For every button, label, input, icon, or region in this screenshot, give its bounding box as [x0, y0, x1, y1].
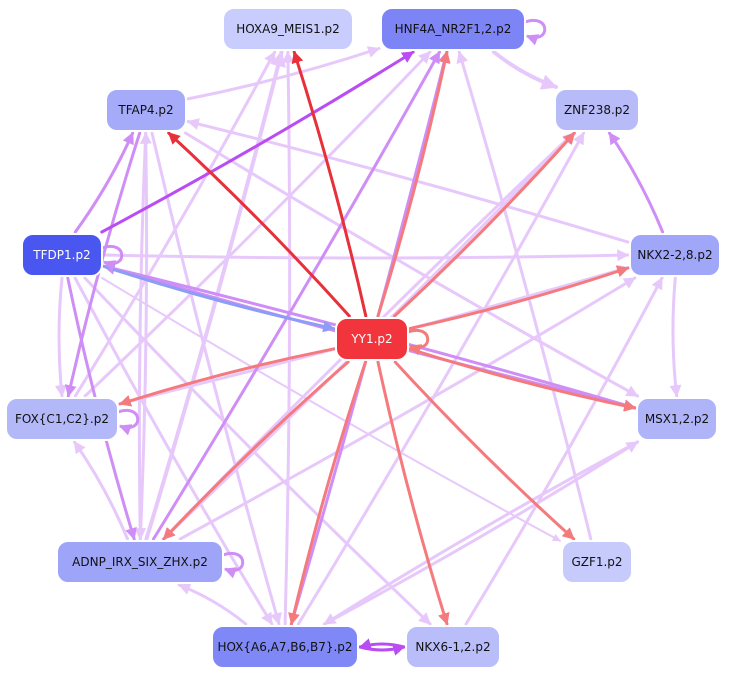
node-label: TFAP4.p2	[117, 103, 173, 117]
edge-hox-to-msx1	[323, 440, 639, 626]
node-box	[5, 397, 119, 441]
edge-yy1-to-gzf1	[393, 360, 576, 541]
edge-tfdp1-to-hnf4a	[100, 50, 415, 234]
node-box	[554, 88, 640, 132]
edge-yy1-to-msx1	[408, 347, 637, 412]
edge-yy1-to-hoxa9	[291, 50, 368, 318]
self-loop-yy1	[407, 328, 430, 356]
edge-yy1-to-znf238	[393, 131, 576, 318]
edge-nkx6-to-hox	[358, 638, 406, 650]
edge-nkx2-to-msx1	[669, 276, 682, 398]
edge-hox-to-nkx6	[358, 644, 406, 656]
edge-adnp-to-fox	[73, 440, 129, 541]
node-znf238[interactable]: ZNF238.p2	[554, 88, 640, 132]
edge-yy1-to-adnp	[162, 360, 350, 541]
self-loop-hnf4a	[524, 18, 547, 46]
node-nkx6[interactable]: NKX6-1,2.p2	[405, 625, 501, 669]
self-loops-layer	[101, 18, 547, 579]
edge-hox-to-adnp	[177, 583, 248, 626]
edge-hox-to-hoxa9	[282, 50, 295, 626]
edge-nkx2-to-tfap4	[186, 118, 630, 244]
node-box	[105, 88, 187, 132]
edge-hnf4a-to-znf238	[491, 50, 559, 90]
edge-tfdp1-to-yy1	[102, 264, 336, 333]
node-box	[222, 7, 354, 51]
edge-adnp-to-tfap4	[138, 131, 152, 541]
edge-fox-to-hnf4a	[83, 50, 432, 398]
edge-yy1-to-fox	[118, 347, 336, 407]
edge-nkx6-to-nkx2	[464, 276, 664, 626]
node-label: NKX6-1,2.p2	[415, 640, 490, 654]
node-box	[561, 540, 633, 584]
node-tfdp1[interactable]: TFDP1.p2	[21, 233, 103, 277]
node-nkx2[interactable]: NKX2-2,8.p2	[629, 233, 721, 277]
edge-adnp-to-hnf4a	[152, 50, 441, 541]
edge-tfdp1-to-fox	[54, 276, 67, 398]
edge-tfdp1-to-nkx6	[83, 276, 432, 626]
node-tfap4[interactable]: TFAP4.p2	[105, 88, 187, 132]
node-gzf1[interactable]: GZF1.p2	[561, 540, 633, 584]
node-hnf4a[interactable]: HNF4A_NR2F1,2.p2	[380, 7, 526, 51]
node-msx1[interactable]: MSX1,2.p2	[636, 397, 718, 441]
node-adnp[interactable]: ADNP_IRX_SIX_ZHX.p2	[56, 540, 224, 584]
edge-msx1-to-hox	[323, 440, 639, 626]
node-hox[interactable]: HOX{A6,A7,B6,B7}.p2	[211, 625, 359, 669]
node-box	[211, 625, 359, 669]
node-label: FOX{C1,C2}.p2	[15, 412, 109, 426]
edge-tfdp1-to-gzf1	[101, 277, 561, 542]
edge-gzf1-to-hnf4a	[456, 50, 593, 541]
node-box	[636, 397, 718, 441]
node-label: NKX2-2,8.p2	[637, 248, 712, 262]
edge-yy1-to-hox	[288, 360, 367, 626]
edge-yy1-to-nkx2	[408, 265, 630, 330]
node-label: HOX{A6,A7,B6,B7}.p2	[217, 640, 352, 654]
node-box	[335, 317, 409, 361]
node-label: GZF1.p2	[571, 555, 622, 569]
node-box	[629, 233, 721, 277]
edge-tfdp1-to-nkx2	[102, 249, 630, 262]
edge-fox-to-hoxa9	[73, 50, 277, 398]
node-label: HNF4A_NR2F1,2.p2	[395, 22, 512, 36]
node-label: YY1.p2	[350, 332, 392, 346]
node-box	[21, 233, 103, 277]
edge-tfap4-to-adnp	[134, 131, 148, 541]
node-label: TFDP1.p2	[32, 248, 90, 262]
node-fox[interactable]: FOX{C1,C2}.p2	[5, 397, 119, 441]
node-label: MSX1,2.p2	[645, 412, 709, 426]
node-label: ZNF238.p2	[564, 103, 630, 117]
node-label: HOXA9_MEIS1.p2	[236, 22, 340, 36]
edge-hox-to-znf238	[296, 131, 586, 626]
self-loop-tfdp1	[101, 244, 124, 272]
edge-tfap4-to-hnf4a	[186, 46, 381, 101]
edge-yy1-to-nkx6	[376, 360, 450, 626]
edge-nkx2-to-znf238	[607, 131, 665, 234]
edge-yy1-to-tfap4	[167, 131, 351, 318]
edge-tfap4-to-msx1	[184, 131, 639, 398]
edge-adnp-to-nkx2	[178, 276, 637, 541]
node-hoxa9[interactable]: HOXA9_MEIS1.p2	[222, 7, 354, 51]
edge-tfdp1-to-tfap4	[73, 131, 135, 234]
self-loop-adnp	[222, 551, 245, 579]
self-loop-fox	[117, 408, 140, 436]
edge-yy1-to-hnf4a	[376, 50, 451, 318]
node-box	[56, 540, 224, 584]
node-label: ADNP_IRX_SIX_ZHX.p2	[72, 555, 208, 569]
node-yy1[interactable]: YY1.p2	[335, 317, 409, 361]
node-box	[380, 7, 526, 51]
edge-adnp-to-hoxa9	[144, 50, 286, 541]
node-box	[405, 625, 501, 669]
